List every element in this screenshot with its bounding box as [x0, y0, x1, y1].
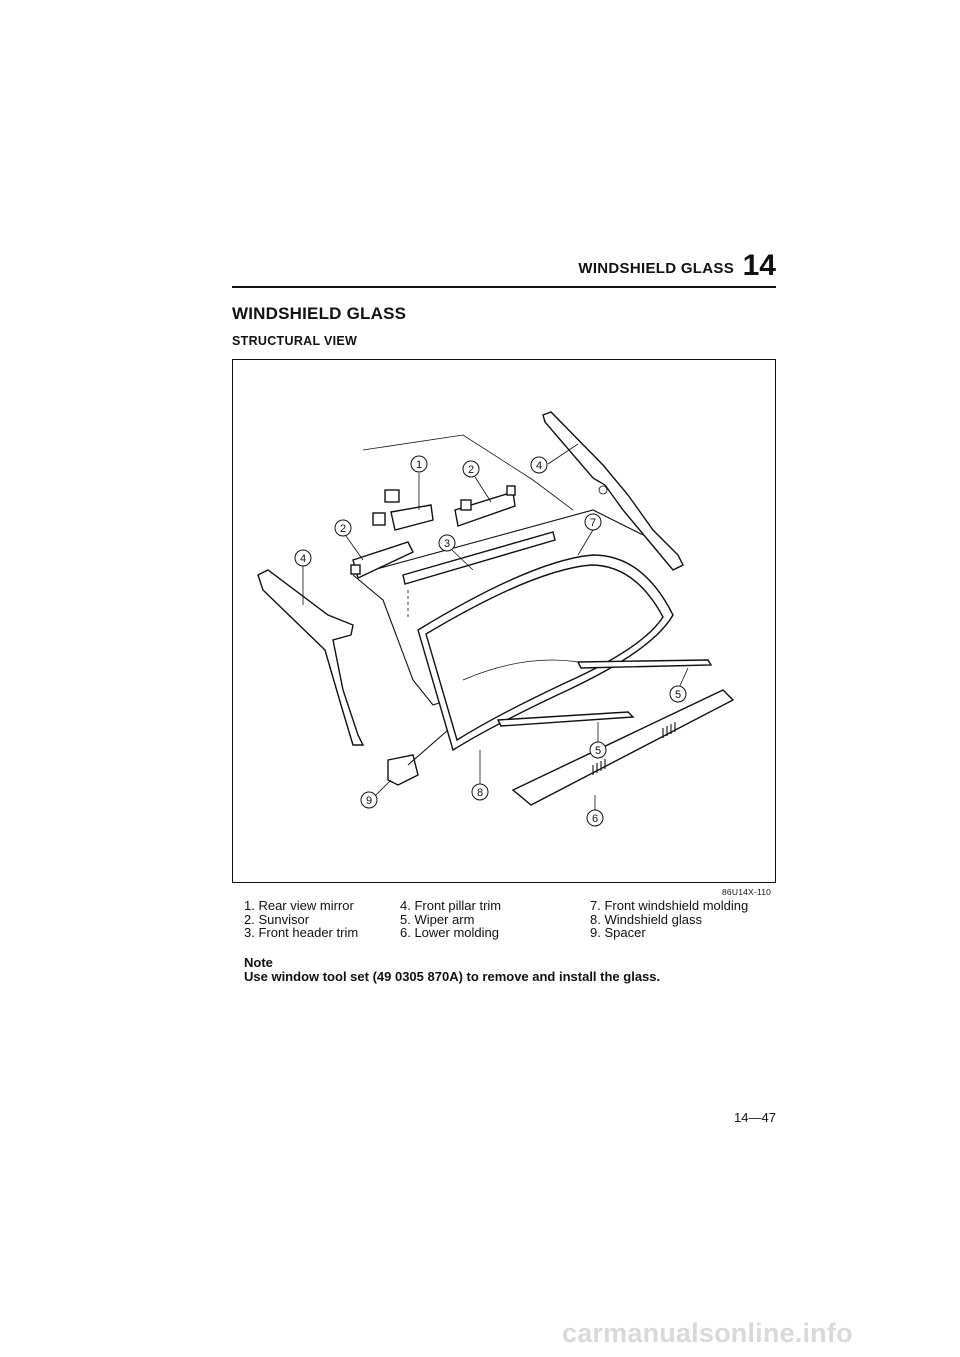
- leader-7: [577, 529, 594, 556]
- svg-text:3: 3: [444, 538, 450, 550]
- leader-9: [372, 779, 392, 799]
- svg-text:1: 1: [416, 459, 422, 471]
- front-pillar-trim-left: [257, 569, 365, 746]
- svg-text:5: 5: [595, 745, 601, 757]
- lower-molding: [511, 689, 735, 806]
- page-number: 14—47: [734, 1110, 776, 1125]
- legend-item: 6. Lower molding: [400, 925, 499, 940]
- mirror-cover: [372, 512, 386, 526]
- svg-text:4: 4: [536, 460, 542, 472]
- leader-4-right: [547, 443, 579, 465]
- callout-9: 9: [360, 791, 378, 809]
- svg-text:2: 2: [340, 523, 346, 535]
- callout-2-right: 2: [462, 460, 480, 478]
- legend-item: 5. Wiper arm: [400, 911, 475, 927]
- body-pillar-left: [352, 574, 449, 706]
- pillar-clip: [598, 485, 608, 495]
- svg-text:6: 6: [592, 813, 598, 825]
- page-header: WINDSHIELD GLASS 14: [232, 250, 776, 288]
- leader-3: [451, 549, 474, 571]
- roof-outline: [362, 434, 574, 511]
- spacer-pointer: [407, 729, 449, 766]
- svg-text:9: 9: [366, 795, 372, 807]
- header-title: WINDSHIELD GLASS: [578, 260, 734, 277]
- svg-text:4: 4: [300, 553, 306, 565]
- callout-2-left: 2: [334, 519, 352, 537]
- exploded-view-diagram: 1 2 2 3 4 4 5 5 6 7 8 9: [257, 411, 735, 827]
- svg-text:8: 8: [477, 787, 483, 799]
- legend-item: 3. Front header trim: [244, 925, 359, 940]
- callout-4-right: 4: [530, 456, 548, 474]
- callout-4-left: 4: [294, 549, 312, 567]
- header-rule: [232, 286, 776, 288]
- leader-2-left: [345, 535, 364, 561]
- legend-column-2: 4. Front pillar trim 5. Wiper arm 6. Low…: [400, 899, 501, 940]
- figure-code: 86U14X-110: [722, 887, 772, 897]
- sunvisor-bracket-right: [460, 499, 472, 511]
- sunvisor-clip-right: [506, 485, 516, 496]
- wiper-arm-lower: [496, 711, 635, 727]
- callout-5-lower: 5: [589, 741, 607, 759]
- leader-2-right: [474, 476, 492, 503]
- structural-view-figure: 1 2 2 3 4 4 5 5 6 7 8 9: [232, 359, 776, 883]
- note-label: Note: [244, 955, 273, 970]
- sunvisor-bracket-left: [350, 564, 361, 575]
- legend-item: 4. Front pillar trim: [400, 898, 502, 913]
- chapter-number: 14: [742, 249, 776, 282]
- legend-item: 2. Sunvisor: [244, 911, 310, 927]
- callout-8: 8: [471, 783, 489, 801]
- wiper-arm-upper: [576, 659, 713, 669]
- legend-item: 7. Front windshield molding: [590, 898, 749, 913]
- cowl-vents: [592, 722, 676, 775]
- callout-3: 3: [438, 534, 456, 552]
- rear-view-mirror: [390, 504, 434, 531]
- windshield-glass: [425, 564, 664, 742]
- legend-item: 9. Spacer: [590, 925, 646, 940]
- note-block: Note Use window tool set (49 0305 870A) …: [244, 956, 660, 984]
- sub-title: STRUCTURAL VIEW: [232, 334, 358, 348]
- callout-6: 6: [586, 809, 604, 827]
- callout-7: 7: [584, 513, 602, 531]
- callout-1: 1: [410, 455, 428, 473]
- legend-item: 8. Windshield glass: [590, 911, 702, 927]
- sunvisor-left: [352, 541, 414, 579]
- note-text: Use window tool set (49 0305 870A) to re…: [244, 969, 661, 984]
- legend-column-3: 7. Front windshield molding 8. Windshiel…: [590, 899, 748, 940]
- front-header-trim: [402, 531, 556, 585]
- callout-5-upper: 5: [669, 685, 687, 703]
- footer-watermark-url[interactable]: carmanualsonline.info: [562, 1318, 853, 1348]
- section-title: WINDSHIELD GLASS: [232, 304, 407, 323]
- svg-text:7: 7: [590, 517, 596, 529]
- front-pillar-trim-right: [542, 411, 684, 571]
- svg-text:5: 5: [675, 689, 681, 701]
- legend-column-1: 1. Rear view mirror 2. Sunvisor 3. Front…: [244, 899, 358, 940]
- mirror-mount: [384, 489, 400, 503]
- sunvisor-right: [454, 491, 516, 527]
- legend-item: 1. Rear view mirror: [244, 898, 354, 913]
- svg-text:2: 2: [468, 464, 474, 476]
